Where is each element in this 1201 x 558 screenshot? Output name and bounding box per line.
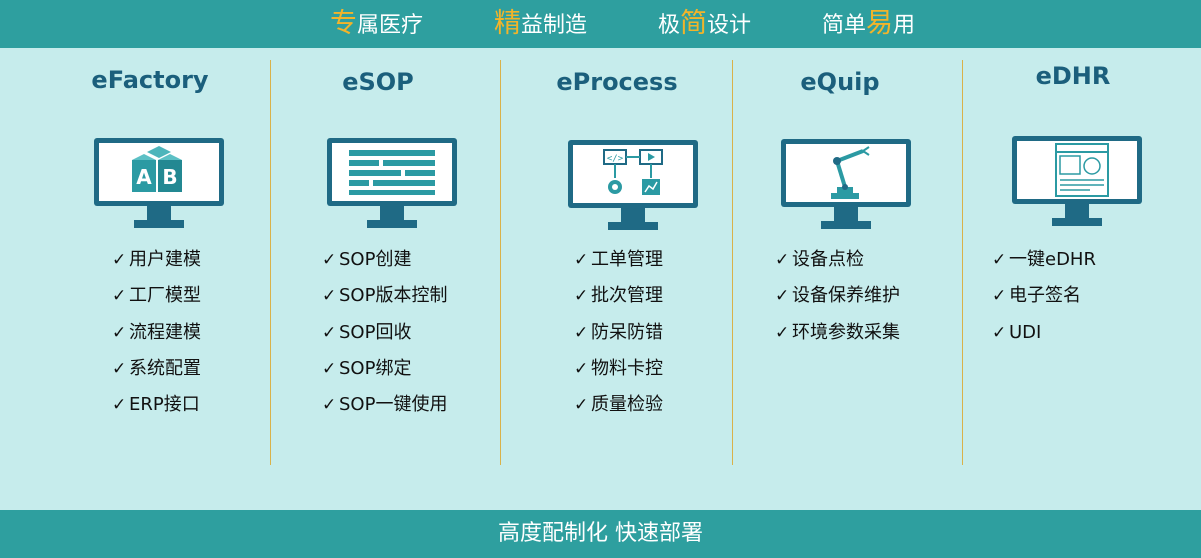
list-item: ✓一键eDHR [992,242,1096,278]
slogan-4: 简单易用 [822,8,916,39]
column-divider [732,60,733,465]
process-flow-icon: </> [566,138,700,234]
list-item: ✓批次管理 [574,278,663,314]
column-divider [270,60,271,465]
module-title-esop: eSOP [342,68,414,96]
list-item: ✓UDI [992,315,1096,351]
ab-blocks-icon: A B [92,136,226,232]
list-item: ✓SOP一键使用 [322,387,447,423]
list-item: ✓设备点检 [775,242,900,278]
list-item: ✓环境参数采集 [775,315,900,351]
check-icon: ✓ [775,250,790,270]
check-icon: ✓ [574,286,589,307]
list-item: ✓防呆防错 [574,315,663,351]
check-icon: ✓ [112,358,127,379]
feature-list-equip: ✓设备点检 ✓设备保养维护 ✓环境参数采集 [775,242,900,351]
check-icon: ✓ [992,322,1007,343]
list-item: ✓质量检验 [574,387,663,423]
slogan-1: 专属医疗 [330,8,424,39]
check-icon: ✓ [112,395,127,416]
list-item: ✓SOP回收 [322,315,447,351]
check-icon: ✓ [112,286,127,307]
module-title-equip: eQuip [800,68,880,96]
svg-text:B: B [162,165,177,189]
slogan-3: 极简设计 [658,8,752,39]
check-icon: ✓ [322,358,337,379]
check-icon: ✓ [322,322,337,343]
list-item: ✓工厂模型 [112,278,201,314]
document-lines-icon [325,136,459,232]
check-icon: ✓ [775,286,790,307]
robot-arm-icon [779,137,913,233]
check-icon: ✓ [574,395,589,416]
slogan-2: 精益制造 [494,8,588,39]
list-item: ✓SOP创建 [322,242,447,278]
column-divider [962,60,963,465]
module-title-efactory: eFactory [91,66,209,94]
top-slogan-bar: 专属医疗 精益制造 极简设计 简单易用 [0,0,1201,48]
list-item: ✓电子签名 [992,278,1096,314]
list-item: ✓SOP绑定 [322,351,447,387]
check-icon: ✓ [992,250,1007,270]
column-divider [500,60,501,465]
list-item: ✓工单管理 [574,242,663,278]
check-icon: ✓ [992,286,1007,307]
check-icon: ✓ [322,395,337,416]
check-icon: ✓ [574,322,589,343]
feature-list-esop: ✓SOP创建 ✓SOP版本控制 ✓SOP回收 ✓SOP绑定 ✓SOP一键使用 [322,242,447,423]
check-icon: ✓ [322,250,337,270]
feature-list-edhr: ✓一键eDHR ✓电子签名 ✓UDI [992,242,1096,351]
list-item: ✓SOP版本控制 [322,278,447,314]
feature-list-eprocess: ✓工单管理 ✓批次管理 ✓防呆防错 ✓物料卡控 ✓质量检验 [574,242,663,423]
module-title-eprocess: eProcess [556,68,678,96]
list-item: ✓ERP接口 [112,387,201,423]
list-item: ✓物料卡控 [574,351,663,387]
svg-text:</>: </> [607,154,624,164]
check-icon: ✓ [574,358,589,379]
list-item: ✓用户建模 [112,242,201,278]
list-item: ✓设备保养维护 [775,278,900,314]
svg-text:A: A [136,165,152,189]
check-icon: ✓ [112,322,127,343]
check-icon: ✓ [574,250,589,270]
bottom-banner: 高度配制化 快速部署 [0,510,1201,558]
electronic-record-icon [1010,134,1144,230]
feature-list-efactory: ✓用户建模 ✓工厂模型 ✓流程建模 ✓系统配置 ✓ERP接口 [112,242,201,423]
list-item: ✓流程建模 [112,315,201,351]
list-item: ✓系统配置 [112,351,201,387]
bottom-slogan: 高度配制化 快速部署 [498,521,703,546]
check-icon: ✓ [112,250,127,270]
module-title-edhr: eDHR [1035,62,1111,90]
check-icon: ✓ [322,286,337,307]
check-icon: ✓ [775,322,790,343]
